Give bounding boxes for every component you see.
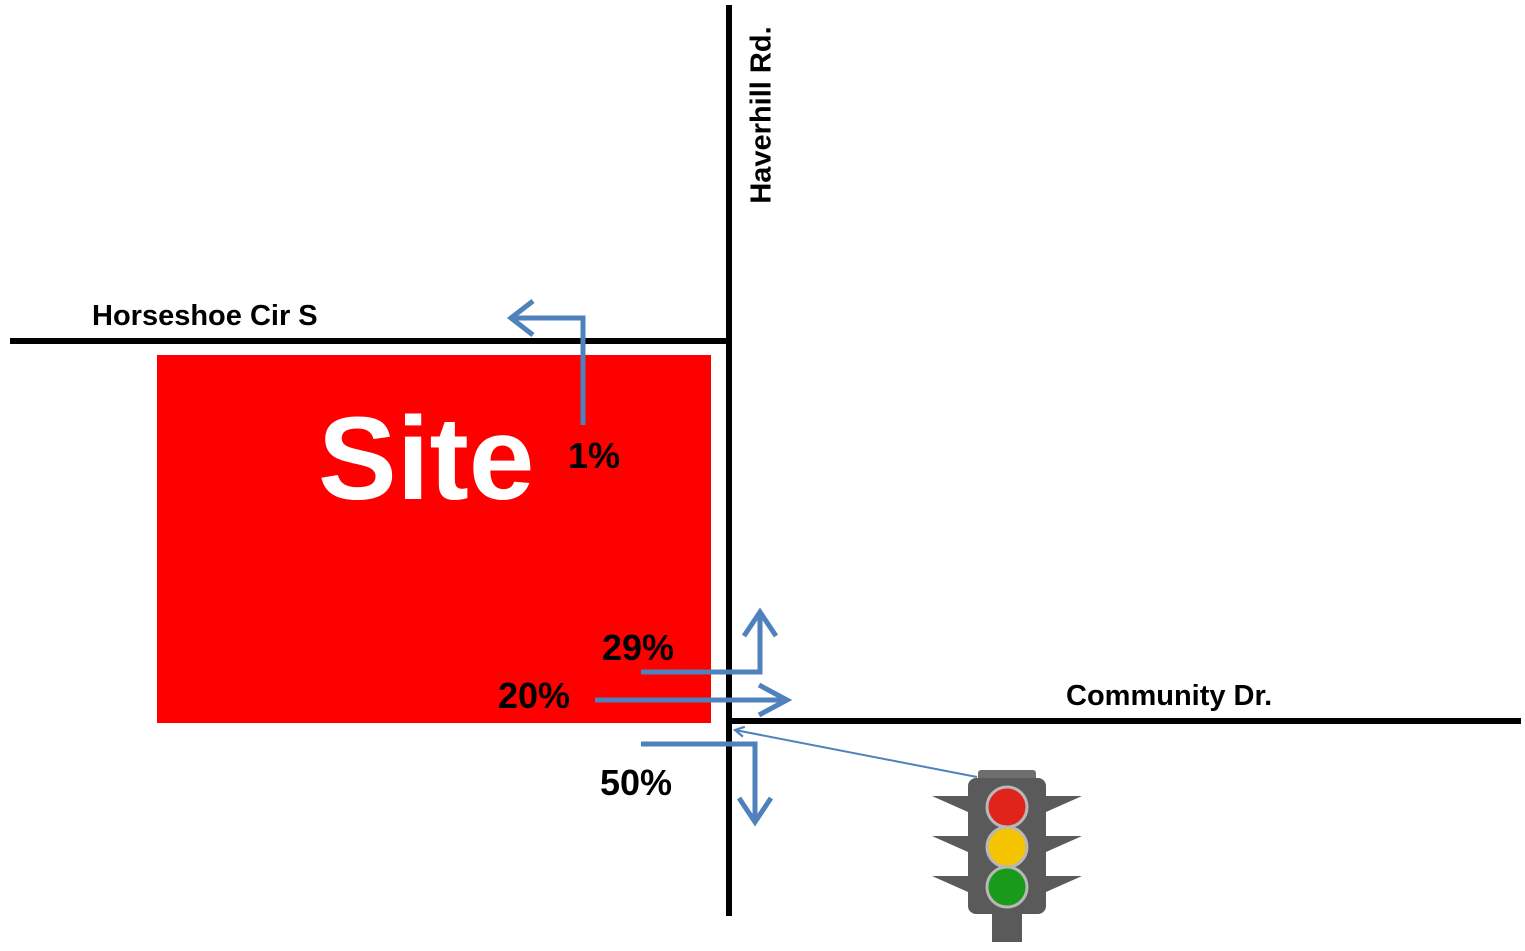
- arrow-through: [595, 682, 793, 718]
- arrow-left-north: [641, 607, 779, 675]
- arrow-right-south: [641, 741, 774, 827]
- pct-through-label: 20%: [498, 675, 571, 716]
- pct-left-north-label: 29%: [602, 627, 675, 668]
- red-light: [985, 785, 1029, 829]
- green-light: [985, 865, 1029, 909]
- site-parcel: [157, 355, 711, 723]
- arrow-to-horseshoe: [506, 299, 586, 425]
- site-label: Site: [318, 393, 535, 525]
- haverhill-rd-label: Haverhill Rd.: [745, 26, 778, 204]
- community-dr-label: Community Dr.: [1066, 680, 1273, 712]
- horseshoe-cir-label: Horseshoe Cir S: [92, 300, 318, 332]
- pct-right-south-label: 50%: [600, 762, 673, 803]
- traffic-light-icon: [932, 770, 1082, 942]
- pct-north-horseshoe-label: 1%: [568, 435, 621, 476]
- yellow-light: [985, 825, 1029, 869]
- signal-pointer: [735, 730, 978, 778]
